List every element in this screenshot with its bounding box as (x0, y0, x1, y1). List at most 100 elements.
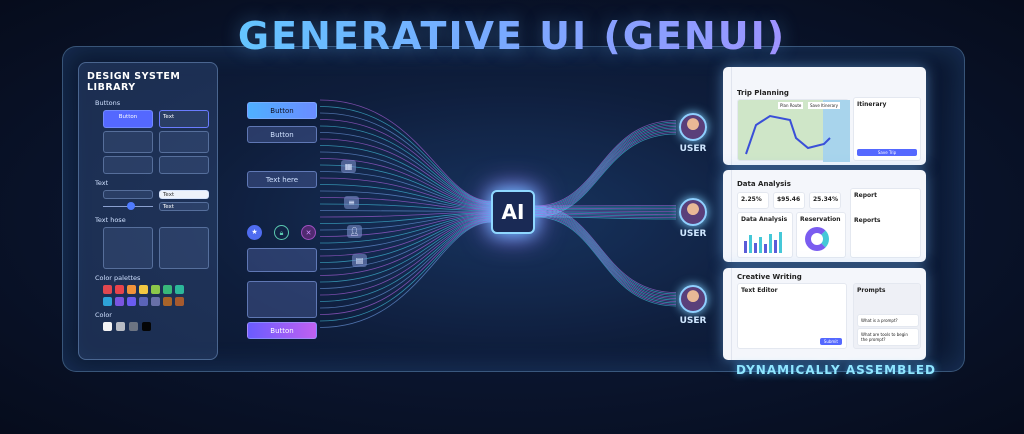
bar (774, 239, 777, 253)
bar (779, 232, 782, 253)
prompt-item[interactable]: What are tools to begin the prompt? (857, 328, 919, 346)
flow-line-in (319, 217, 492, 283)
card-title: Data Analysis (737, 180, 791, 188)
report-title: Report (854, 192, 877, 199)
flow-line-out (534, 129, 677, 214)
text-input-sample[interactable]: Text (159, 190, 209, 199)
flow-line-in (319, 190, 492, 210)
badge-icon[interactable]: ✕ (301, 225, 316, 240)
palette-swatch[interactable] (115, 297, 124, 306)
save-itinerary-button[interactable]: Save Itinerary (808, 102, 841, 109)
library-button[interactable]: Button (103, 110, 153, 128)
map[interactable]: Plan Route Save Itinerary (737, 99, 850, 162)
color-swatches (103, 322, 209, 331)
color-swatch[interactable] (142, 322, 151, 331)
palette-swatch[interactable] (103, 297, 112, 306)
editor-title: Text Editor (741, 287, 778, 294)
bar (769, 233, 772, 253)
page-title: GENERATIVE UI (GENUI) (0, 14, 1024, 58)
donut (805, 227, 829, 251)
color-swatch[interactable] (129, 322, 138, 331)
sidebar (723, 67, 732, 165)
empty-card (247, 281, 317, 318)
generated-button-gradient[interactable]: Button (247, 322, 317, 339)
sidebar (723, 268, 732, 360)
bar (759, 236, 762, 253)
user-avatar-1: USER (678, 113, 708, 154)
flow-line-out (534, 126, 677, 212)
generated-text-field[interactable]: Text here (247, 171, 317, 188)
palette-swatch[interactable] (163, 297, 172, 306)
lock-icon[interactable]: 🔒︎ (274, 225, 289, 240)
flow-line-out (534, 209, 677, 298)
flow-line-out (534, 212, 677, 215)
flow-line-in (319, 119, 492, 204)
star-icon[interactable]: ★ (247, 225, 262, 240)
generated-button-secondary[interactable]: Button (247, 126, 317, 143)
palette-swatch[interactable] (175, 285, 184, 294)
slider-knob[interactable] (127, 202, 136, 210)
flow-line-out (534, 210, 677, 212)
section-text-hose: Text hose (95, 216, 126, 224)
card-title: Creative Writing (737, 273, 802, 281)
avatar (679, 113, 707, 141)
card-sample (103, 131, 153, 153)
chart-title: Data Analysis (741, 216, 788, 223)
stat-value: $95.46 (777, 196, 801, 203)
bar (744, 241, 747, 253)
flow-line-out (534, 216, 677, 307)
flow-line-out (534, 210, 677, 299)
flow-line-in (319, 211, 492, 218)
slider[interactable] (103, 202, 153, 211)
library-text-button[interactable]: Text (159, 110, 209, 128)
save-trip-button[interactable]: Save Trip (857, 149, 917, 156)
palette-swatch[interactable] (127, 297, 136, 306)
stat-1: 2.25% (737, 192, 769, 209)
palette-swatch[interactable] (103, 285, 112, 294)
flow-line-in (319, 218, 492, 296)
itinerary-panel: Itinerary Save Trip (853, 97, 921, 161)
flow-line-in (319, 106, 492, 203)
flow-line-in (319, 221, 492, 328)
palette-swatch[interactable] (115, 285, 124, 294)
flow-line-in (319, 138, 492, 206)
flow-line-out (534, 132, 677, 216)
palette-swatch[interactable] (175, 297, 184, 306)
flow-line-in (319, 184, 492, 210)
flow-line-out (534, 133, 677, 218)
creative-writing-card: Creative Writing Text Editor Submit Prom… (723, 268, 926, 360)
flow-line-out (534, 123, 677, 209)
text-block-sample (159, 227, 209, 269)
palette-swatch[interactable] (127, 285, 136, 294)
palette-swatch[interactable] (163, 285, 172, 294)
palette-swatch[interactable] (139, 297, 148, 306)
flow-line-in (319, 214, 492, 244)
flow-line-in (319, 112, 492, 203)
palette-swatch[interactable] (151, 285, 160, 294)
flow-line-in (319, 214, 492, 250)
flow-line-out (534, 208, 677, 296)
prompt-item[interactable]: What is a prompt? (857, 314, 919, 327)
card-title: Trip Planning (737, 89, 789, 97)
user-label: USER (679, 229, 707, 239)
plan-route-button[interactable]: Plan Route (778, 102, 804, 109)
bar (749, 235, 752, 253)
avatar (679, 198, 707, 226)
section-color-palettes: Color palettes (95, 274, 141, 282)
palette-swatch[interactable] (151, 297, 160, 306)
flow-line-out (534, 215, 677, 218)
color-swatch[interactable] (116, 322, 125, 331)
submit-button[interactable]: Submit (819, 338, 842, 345)
stat-value: 2.25% (741, 196, 762, 203)
palette-swatch[interactable] (139, 285, 148, 294)
color-swatch[interactable] (103, 322, 112, 331)
ai-chip: AI (491, 190, 535, 234)
card-sample (103, 156, 153, 174)
text-editor[interactable]: Text Editor Submit (737, 283, 847, 349)
flow-line-in (319, 217, 492, 276)
avatar (679, 285, 707, 313)
generated-button-primary[interactable]: Button (247, 102, 317, 119)
user-label: USER (679, 316, 707, 326)
